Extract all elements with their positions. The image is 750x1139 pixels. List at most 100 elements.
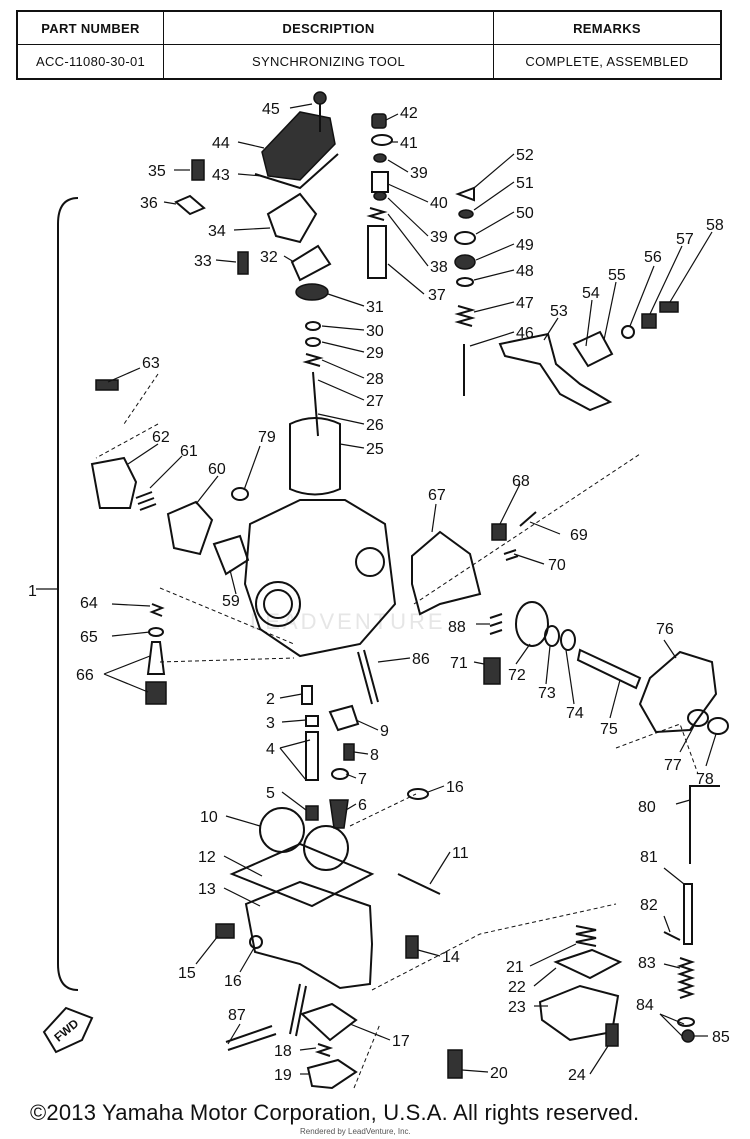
cable-adjuster-37-part [367,225,387,279]
callout-78: 78 [696,771,714,788]
callout-34: 34 [208,223,226,240]
jet-2-part [301,685,313,705]
dash-line-21 [371,903,617,991]
bracket-67-part [411,530,482,616]
callout-88: 88 [448,619,466,636]
oring-7-part [331,768,349,780]
cap-31-part [295,283,329,301]
cover-gasket-part [254,153,339,190]
callout-56: 56 [644,249,662,266]
cell-remarks: COMPLETE, ASSEMBLED [525,54,689,69]
spring-83-part [676,957,696,999]
carburetor-body-part [243,499,397,658]
callout-50: 50 [516,205,534,222]
callout-66: 66 [76,667,94,684]
callout-67: 67 [428,487,446,504]
screw-66-part [145,681,167,705]
callout-57: 57 [676,231,694,248]
callout-39: 39 [430,229,448,246]
bracket-53-part [498,332,613,412]
screw-33-part [237,251,249,275]
callout-14: 14 [442,949,460,966]
callout-71: 71 [450,655,468,672]
callout-60: 60 [208,461,226,478]
nut-39-part [373,191,387,201]
callout-11: 11 [452,845,469,862]
callout-79: 79 [258,429,276,446]
callout-82: 82 [640,897,658,914]
spring-21-part [575,925,597,947]
callout-13: 13 [198,881,216,898]
cover-62-part [90,456,138,509]
bolt-63-part [95,379,119,391]
screw-24-part [605,1023,619,1047]
header-remarks: REMARKS [573,20,641,36]
clip-9-part [328,704,360,732]
callout-77: 77 [664,757,682,774]
bolt-58-part [659,301,679,313]
body-inlet-inner [263,589,293,619]
callout-42: 42 [400,105,418,122]
callout-41: 41 [400,135,418,152]
leader-lines [103,103,717,1075]
screw-14-part [405,935,419,959]
spring-70-part [503,549,519,561]
shaft-75-part [576,648,642,690]
callout-7: 7 [358,771,367,788]
hose-86-part [357,649,379,705]
dash-line-80 [615,723,699,775]
callout-labels: 1 2 3 4 5 6 7 8 9 10 11 12 13 14 15 16 1… [28,101,730,1084]
callout-46: 46 [516,325,534,342]
callout-6: 6 [358,797,367,814]
callout-23: 23 [508,999,526,1016]
screw-45-part [313,91,327,105]
washer-36-part [174,194,206,216]
spring-18-part [314,1043,334,1057]
throttle-valve-25-part [289,417,341,496]
callout-37: 37 [428,287,446,304]
callout-54: 54 [582,285,600,302]
callout-83: 83 [638,955,656,972]
clip-52-part [455,186,475,202]
callout-64: 64 [80,595,98,612]
table-row: ACC-11080-30-01 SYNCHRONIZING TOOL COMPL… [18,45,720,78]
callout-1: 1 [28,583,37,600]
callout-61: 61 [180,443,198,460]
dash-line-16 [349,793,417,827]
callout-70: 70 [548,557,566,574]
diaphragm-60-part [166,500,214,556]
washer-51-part [458,209,474,219]
nut-49-part [454,254,476,270]
callout-20: 20 [490,1065,508,1082]
screw-69-part [519,511,537,527]
sleeve-40-part [371,171,389,193]
float-10b-part [303,825,349,871]
screw-15-part [215,923,235,939]
washer-77-part [687,709,709,727]
valve-6-part [329,799,349,829]
cap-42-part [371,113,387,129]
top-cover-part [261,111,336,181]
callout-25: 25 [366,441,384,458]
washer-41-part [371,134,393,146]
header-description: DESCRIPTION [164,12,494,44]
callout-72: 72 [508,667,526,684]
jet-5-part [305,805,319,821]
lever-76-part [638,650,718,734]
callout-40: 40 [430,195,448,212]
oring-79-part [231,487,249,501]
oring-16b-part [249,935,263,949]
nut-39b-part [373,153,387,163]
callout-27: 27 [366,393,384,410]
callout-86: 86 [412,651,430,668]
callout-4: 4 [266,741,275,758]
jet-3-part [305,715,319,727]
callout-33: 33 [194,253,212,270]
body-inlet-part [255,581,301,627]
rod-80-part [689,785,720,864]
plate-32-part [290,244,332,282]
oring-65-part [148,627,164,637]
rendered-by-note: Rendered by LeadVenture, Inc. [300,1127,411,1136]
spring-38-part [366,207,388,221]
header-part-number: PART NUMBER [18,12,164,44]
